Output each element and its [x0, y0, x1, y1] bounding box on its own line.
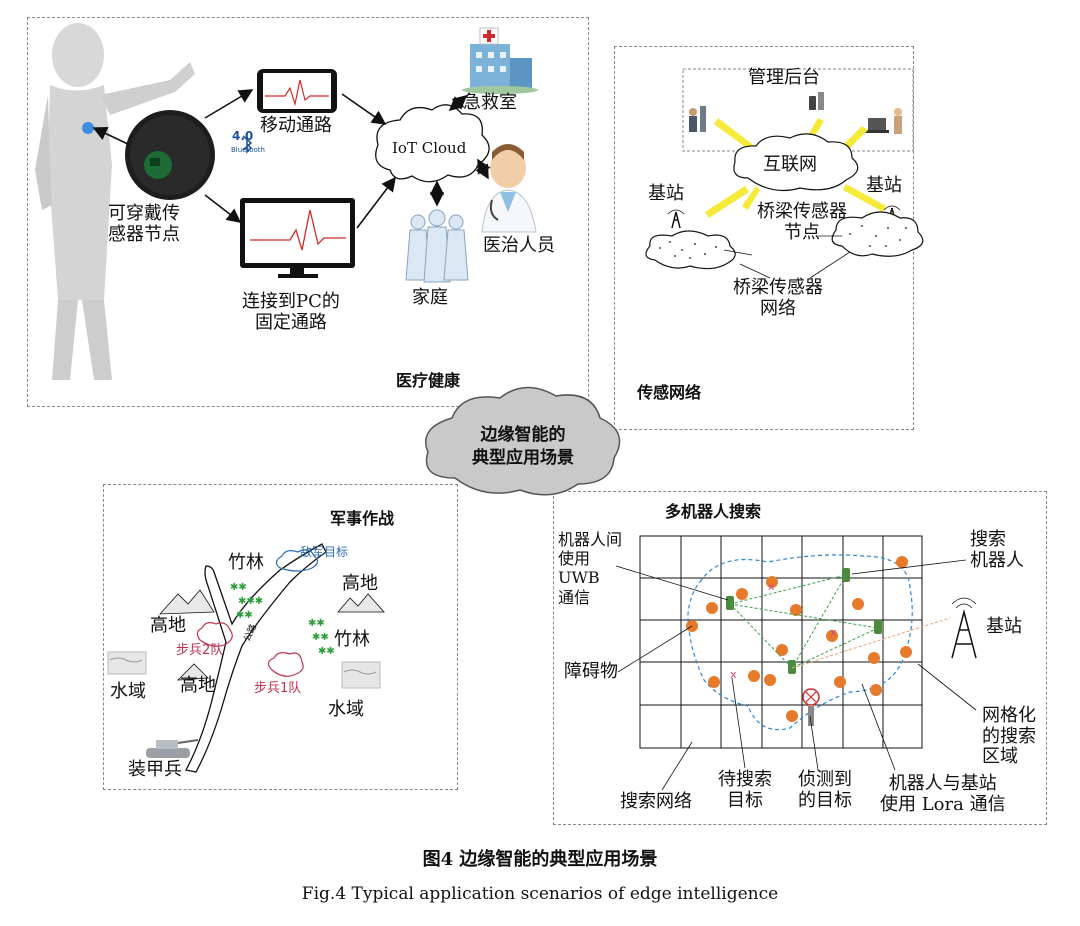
- bridge-network-label: 桥梁传感器网络: [733, 277, 823, 319]
- robot-icons: [726, 568, 882, 674]
- medical-staff-label: 医治人员: [483, 235, 555, 256]
- search-grid: [639, 535, 923, 749]
- water-left-icon: [107, 651, 147, 675]
- search-area-boundary: [687, 554, 913, 731]
- highland-right-label: 高地: [342, 573, 378, 594]
- server-left-icon: [689, 106, 706, 132]
- grid-area-label: 网格化的搜索区域: [982, 705, 1036, 768]
- bridge-network-left-cloud: [645, 230, 736, 270]
- robot-search-title: 多机器人搜索: [665, 502, 762, 521]
- uwb-links: [729, 574, 879, 669]
- iot-cloud-label: IoT Cloud: [392, 139, 467, 157]
- phone-admin-icon: [809, 92, 824, 110]
- highland-mid-label: 高地: [180, 675, 216, 696]
- svg-text:✱✱: ✱✱: [230, 582, 247, 593]
- bridge-network-right-cloud: [831, 211, 924, 257]
- obstacle-dots: [686, 556, 912, 722]
- road-map: [185, 543, 327, 773]
- pc-monitor-icon: [240, 198, 355, 278]
- svg-text:✱✱: ✱✱: [236, 610, 253, 621]
- internet-label: 互联网: [763, 154, 817, 175]
- detected-target-label: 侦测到的目标: [798, 769, 852, 811]
- base-station-left-icon: [667, 209, 685, 229]
- water-right-icon: [341, 661, 381, 689]
- armor-label: 装甲兵: [128, 759, 182, 780]
- svg-text:✱✱: ✱✱: [308, 618, 325, 629]
- wearable-sensor-icon: [125, 110, 215, 200]
- infantry-clouds: [196, 622, 304, 677]
- internet-cloud-icon: [733, 133, 859, 191]
- pc-path-label: 连接到PC的固定通路: [242, 291, 340, 333]
- center-cloud: [425, 386, 621, 496]
- family-label: 家庭: [412, 287, 448, 308]
- base-station-label: 基站: [986, 616, 1022, 637]
- svg-text:✱✱✱: ✱✱✱: [238, 596, 263, 607]
- caption-cn: 图4 边缘智能的典型应用场景: [422, 849, 658, 870]
- bamboo-icons: ✱✱✱✱✱✱✱ ✱✱✱✱✱✱: [230, 582, 335, 657]
- svg-text:✱✱: ✱✱: [318, 646, 335, 657]
- obstacle-label: 障碍物: [564, 661, 618, 682]
- sensor-title: 传感网络: [637, 383, 702, 402]
- bamboo-top-label: 竹林: [228, 552, 264, 573]
- robot-search-panel: [553, 491, 1047, 825]
- caption-en: Fig.4 Typical application scenarios of e…: [301, 884, 779, 904]
- water-right-label: 水域: [328, 699, 364, 720]
- medical-arrows: [92, 89, 491, 229]
- bluetooth-version: 4.0: [232, 129, 254, 143]
- mobile-path-label: 移动通路: [260, 115, 332, 136]
- bridge-node-label: 桥梁传感器节点: [757, 201, 847, 243]
- infantry2-label: 步兵2队: [176, 643, 224, 658]
- enemy-cloud: [275, 549, 319, 572]
- family-icon: [405, 209, 469, 283]
- doctor-icon: [481, 144, 537, 233]
- detected-target-icon: [802, 688, 820, 726]
- sensor-nodes-dots: [659, 225, 907, 259]
- bluetooth-icon: [242, 134, 253, 154]
- hospital-icon: [462, 27, 538, 94]
- lora-link: [791, 617, 951, 669]
- tower-icon: [951, 597, 977, 659]
- bamboo-right-label: 竹林: [334, 629, 370, 650]
- laptop-right-icon: [865, 108, 902, 134]
- tank-icon: [146, 739, 199, 758]
- sensor-leader-lines: [723, 235, 851, 279]
- infantry1-label: 步兵1队: [254, 681, 302, 696]
- admin-backend-label: 管理后台: [748, 67, 820, 88]
- center-cloud-label: 边缘智能的典型应用场景: [472, 425, 574, 468]
- mountain-icons: [159, 589, 385, 681]
- bluetooth-label: Bluetooth: [231, 146, 265, 154]
- enemy-target-label: 敌军目标: [300, 545, 349, 559]
- svg-text:x: x: [730, 668, 737, 681]
- wearable-node-label: 可穿戴传感器节点: [108, 203, 180, 245]
- search-network-label: 搜索网络: [620, 791, 692, 812]
- human-figure-icon: [35, 23, 195, 380]
- highland-left-label: 高地: [150, 615, 186, 636]
- military-panel: [103, 484, 458, 790]
- mobile-phone-icon: [257, 69, 337, 113]
- medical-panel: [27, 17, 589, 407]
- pending-target-label: 待搜索目标: [718, 769, 772, 811]
- svg-text:✱✱: ✱✱: [312, 632, 329, 643]
- robot-leader-lines: [615, 559, 977, 791]
- base-station-left-label: 基站: [648, 183, 684, 204]
- svg-text:x: x: [830, 626, 837, 639]
- medical-title: 医疗健康: [396, 371, 461, 390]
- base-station-right-label: 基站: [866, 175, 902, 196]
- pending-target-marks: x x x: [730, 580, 837, 681]
- military-title: 军事作战: [330, 509, 395, 528]
- emergency-room-label: 急救室: [463, 92, 517, 113]
- water-left-label: 水域: [110, 681, 146, 702]
- svg-text:x: x: [768, 580, 775, 593]
- lora-label: 机器人与基站使用 Lora 通信: [880, 773, 1006, 815]
- search-robot-label: 搜索机器人: [970, 529, 1024, 571]
